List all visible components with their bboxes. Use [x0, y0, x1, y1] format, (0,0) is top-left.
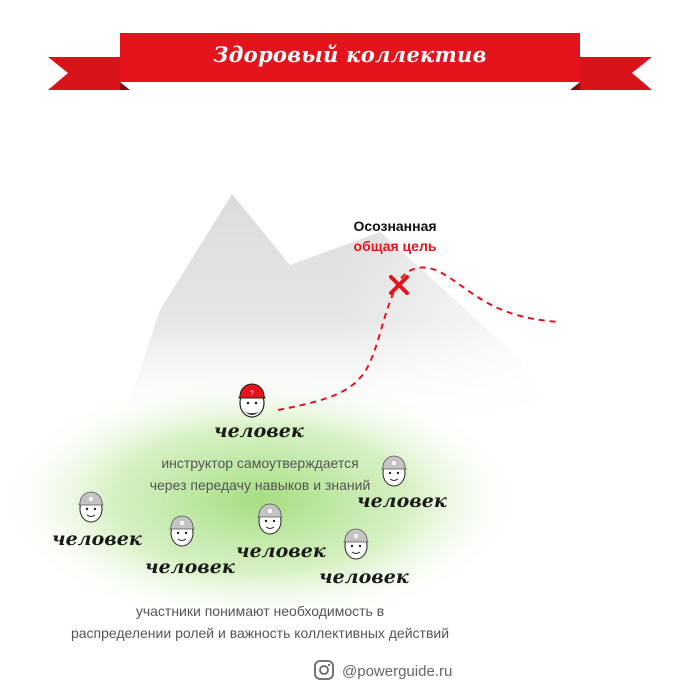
- title-banner: [48, 33, 652, 90]
- goal-label-line1: Осознанная: [353, 218, 437, 234]
- svg-text:?: ?: [250, 391, 254, 397]
- team-caption: участники понимают необходимость в распр…: [30, 600, 490, 644]
- team-caption-line2: распределении ролей и важность коллектив…: [70, 625, 450, 641]
- participant-avatar-icon: [169, 515, 195, 547]
- participant-avatar-icon: [343, 528, 369, 560]
- instructor-caption-line2: через передачу навыков и знаний: [149, 477, 371, 493]
- team-field-glow: [0, 370, 530, 630]
- participant-avatar-icon: [381, 455, 407, 487]
- instructor-caption-line1: инструктор самоутверждается: [161, 455, 359, 471]
- banner-right-tail: [580, 57, 652, 90]
- instagram-icon: [314, 660, 334, 680]
- footer: @powerguide.ru: [314, 660, 452, 682]
- banner-left-tail: [48, 57, 120, 90]
- participant-label: человек: [236, 540, 326, 562]
- participant-label: человек: [52, 528, 142, 550]
- instructor-label: человек: [214, 420, 304, 442]
- goal-label: Осознанная общая цель: [340, 216, 450, 256]
- participant-label: человек: [357, 490, 447, 512]
- goal-cross-icon: [389, 275, 409, 295]
- footer-handle: @powerguide.ru: [342, 662, 453, 680]
- participant-avatar-icon: [78, 491, 104, 523]
- instructor-caption: инструктор самоутверждается через переда…: [130, 452, 390, 496]
- banner-right-fold: [570, 82, 580, 90]
- page-title: Здоровый коллектив: [213, 42, 487, 67]
- banner-left-fold: [120, 82, 130, 90]
- team-caption-line1: участники понимают необходимость в: [135, 603, 385, 619]
- participant-avatar-icon: [257, 503, 283, 535]
- goal-label-line2: общая цель: [353, 238, 437, 254]
- participant-label: человек: [145, 556, 235, 578]
- participant-label: человек: [319, 566, 409, 588]
- instructor-avatar-icon: ?: [238, 383, 266, 418]
- banner-main: [120, 33, 580, 82]
